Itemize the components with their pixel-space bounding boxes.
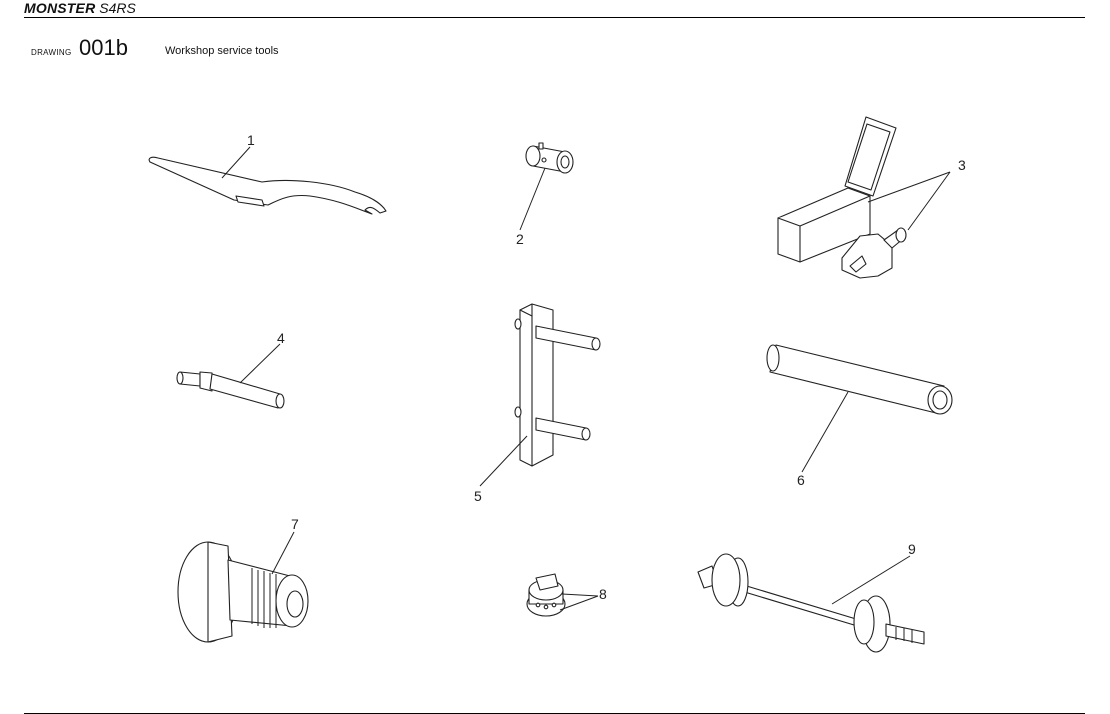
leader-7 [271,531,295,575]
leader-9 [831,555,911,605]
leader-3a [867,171,951,203]
tool-5-pin-plate [514,303,601,467]
top-rule [24,17,1085,18]
callout-6: 6 [797,472,805,488]
callout-2: 2 [516,231,524,247]
leader-2 [519,167,546,231]
tool-9-puller [697,553,925,653]
leader-1 [221,146,251,179]
tool-2-sleeve [525,142,574,174]
callout-7: 7 [291,516,299,532]
leader-8b [559,595,599,611]
callout-9: 9 [908,541,916,557]
tool-8-adapter [526,573,566,617]
brand-header: MONSTER S4RS [24,0,136,16]
drawing-number: 001b [79,35,128,60]
drawing-label: DRAWING [31,48,72,57]
callout-5: 5 [474,488,482,504]
leader-5 [479,435,528,487]
callout-4: 4 [277,330,285,346]
tool-7-threaded-bush [177,541,309,643]
model-name: MONSTER [24,0,96,16]
callout-1: 1 [247,132,255,148]
leader-3b [907,171,951,231]
leader-6 [801,391,849,473]
callout-8: 8 [599,586,607,602]
tool-3-box-and-gauge [777,116,907,279]
tool-6-tube [766,344,953,415]
drawing-title: Workshop service tools [165,45,279,57]
tool-4-pin [176,371,285,409]
callout-3: 3 [958,157,966,173]
model-variant: S4RS [99,0,136,16]
tool-1-hook-wrench [148,156,387,215]
leader-8a [561,593,599,597]
leader-4 [239,343,281,384]
